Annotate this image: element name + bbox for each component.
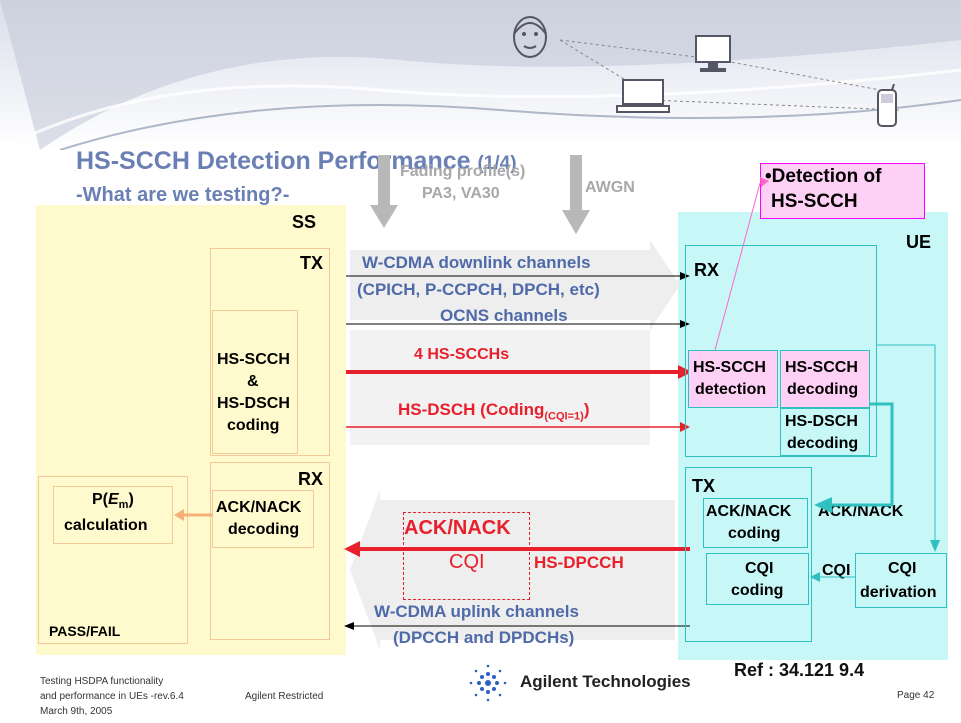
page-title: HS-SCCH Detection Performance (1/4)	[76, 147, 517, 175]
ocns-channels-label: OCNS channels	[440, 306, 568, 325]
downlink-arrows	[346, 272, 692, 432]
footer-line-1: Testing HSDPA functionality	[40, 676, 164, 687]
footer-restricted: Agilent Restricted	[245, 691, 324, 702]
pass-fail-block: PASS/FAIL	[38, 476, 188, 644]
cqi-link-label: CQI	[822, 562, 851, 579]
downlink-channels-label: W-CDMA downlink channels	[362, 253, 591, 272]
company-name: Agilent Technologies	[520, 672, 691, 691]
ue-tx-block: TX	[685, 467, 812, 642]
ss-tx-block: TX	[210, 248, 330, 456]
ue-panel	[678, 212, 948, 660]
ue-internal-arrows	[810, 344, 940, 582]
ss-panel	[36, 205, 346, 655]
hs-scch-count-label: 4 HS-SCCHs	[414, 346, 510, 363]
mobile-phone-icon	[877, 84, 897, 127]
footer-line-2: and performance in UEs -rev.6.4	[40, 691, 184, 702]
awgn-label: AWGN	[585, 179, 635, 196]
page-subtitle: -What are we testing?-	[76, 184, 290, 206]
hs-scch-detection-block: HS-SCCH detection	[688, 350, 778, 408]
callout-pointer-line	[714, 177, 769, 351]
uplink-arrows	[344, 541, 690, 630]
hs-dpcch-label: HS-DPCCH	[534, 553, 624, 572]
input-arrows	[370, 155, 590, 234]
decoding-to-calc-arrow	[174, 509, 212, 521]
uplink-channels-label: W-CDMA uplink channels	[374, 602, 579, 621]
footer-date: March 9th, 2005	[40, 706, 113, 717]
fading-profile-values: PA3, VA30	[422, 185, 500, 202]
cqi-derivation-block: CQI derivation	[855, 553, 947, 608]
ack-nack-cqi-box: ACK/NACK CQI	[403, 512, 530, 600]
channel-bands	[350, 240, 680, 650]
ack-nack-decoding-block: ACK/NACK decoding	[212, 490, 314, 548]
cqi-coding-block: CQI coding	[706, 553, 809, 605]
hs-scch-dsch-coding-block: HS-SCCH & HS-DSCH coding	[212, 310, 298, 454]
detection-callout: •Detection of HS-SCCH	[760, 163, 925, 219]
fading-profile-label: Fading profile(s)	[400, 163, 526, 180]
hs-dsch-decoding-block: HS-DSCH decoding	[780, 408, 870, 456]
downlink-channels-list: (CPICH, P-CCPCH, DPCH, etc)	[357, 280, 600, 299]
uplink-channels-list: (DPCCH and DPDCHs)	[393, 628, 575, 647]
reference-label: Ref : 34.121 9.4	[734, 660, 865, 680]
ue-label: UE	[906, 232, 932, 252]
ss-label: SS	[292, 212, 317, 232]
hs-scch-decoding-block: HS-SCCH decoding	[780, 350, 870, 408]
headset-person-icon	[513, 16, 547, 58]
ack-nack-coding-block: ACK/NACK coding	[703, 498, 808, 548]
laptop-icon	[616, 79, 670, 113]
header-decoration	[0, 0, 961, 150]
agilent-logo-icon	[469, 664, 507, 702]
pm-calculation-block: P(Em) calculation	[53, 486, 173, 544]
ss-rx-block: RX	[210, 462, 330, 640]
ack-nack-link-label: ACK/NACK	[818, 503, 904, 520]
hs-dsch-coding-label: HS-DSCH (Coding(CQI=1))	[398, 400, 590, 423]
desktop-computer-icon	[695, 35, 731, 72]
ue-rx-block: RX	[685, 245, 877, 457]
page-number: Page 42	[897, 690, 935, 701]
